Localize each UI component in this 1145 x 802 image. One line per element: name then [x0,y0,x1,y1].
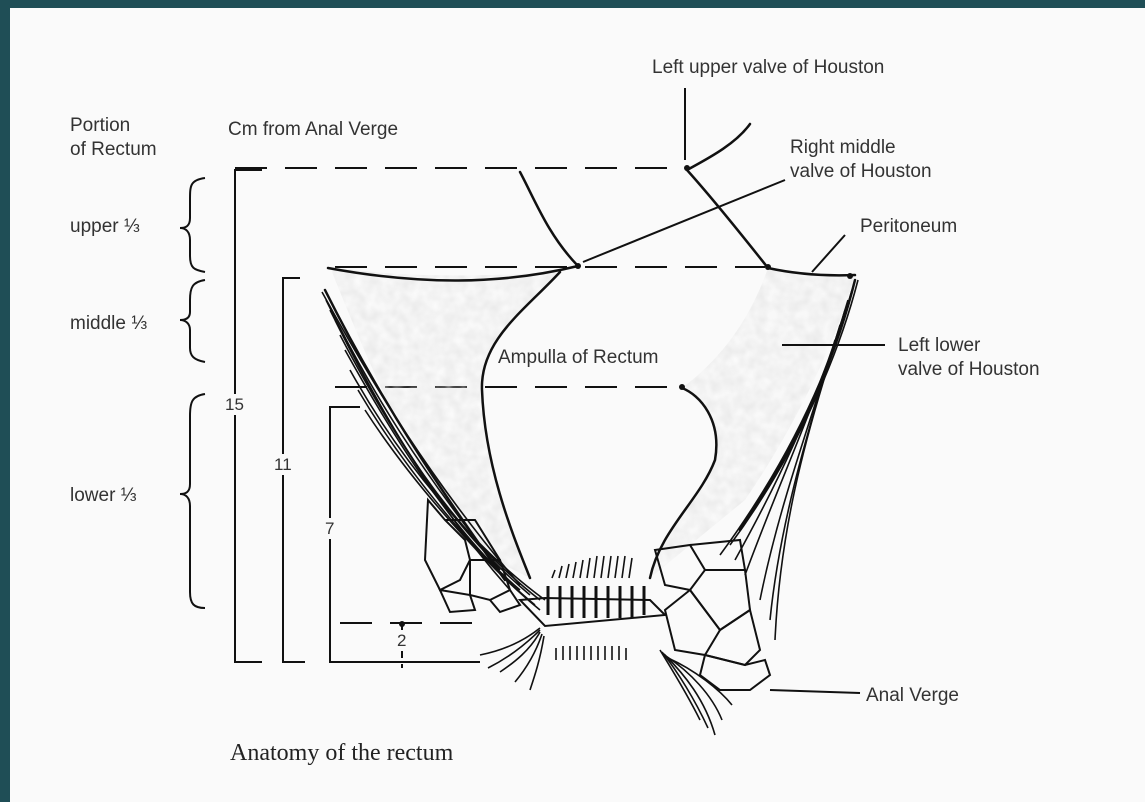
brace-middle [180,280,205,362]
distance-15: 15 [224,394,245,415]
header-cm-from-anal-verge: Cm from Anal Verge [228,118,398,142]
portion-upper-label: upper ⅓ [70,215,140,239]
striations-middle [548,586,644,618]
portion-braces [180,178,205,608]
distance-7: 7 [324,518,335,539]
distance-11: 11 [273,454,293,475]
right-middle-valve-curve [520,172,578,266]
left-upper-valve-curve [687,124,768,268]
label-left-upper-valve: Left upper valve of Houston [652,56,884,80]
leader-anal-verge [770,690,860,693]
measure-line-15 [235,170,262,662]
left-wall-shading [330,267,560,578]
figure-caption: Anatomy of the rectum [230,740,453,767]
label-ampulla: Ampulla of Rectum [498,346,659,370]
striations-bottom [556,646,626,660]
label-anal-verge: Anal Verge [866,684,959,708]
distance-2: 2 [396,630,407,651]
right-wall-shading [650,268,855,578]
leader-peritoneum [812,235,845,272]
portion-middle-label: middle ⅓ [70,312,147,336]
striations-top [552,556,632,578]
perianal-hair [480,628,732,735]
label-right-middle-valve: Right middle valve of Houston [790,136,932,184]
portion-lower-label: lower ⅓ [70,484,137,508]
brace-lower [180,394,205,608]
brace-upper [180,178,205,272]
label-left-lower-valve: Left lower valve of Houston [898,334,1040,382]
header-portion: Portion of Rectum [70,114,157,162]
label-peritoneum: Peritoneum [860,215,957,239]
